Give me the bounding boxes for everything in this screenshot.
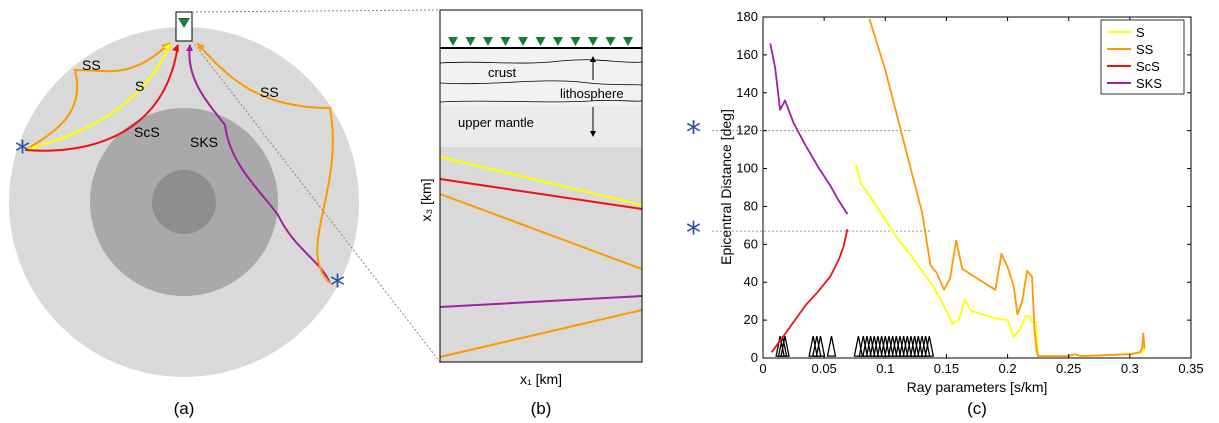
station-icon [483, 37, 493, 46]
zoom-ray-ss-upper [439, 193, 643, 270]
station-icon [535, 37, 546, 46]
station-icon [588, 37, 598, 46]
reference-star: * [686, 116, 701, 151]
axis-ticks: 0 0.05 0.1 0.15 0.2 0.25 0.3 0.35 0 20 40 60 80 100 12… [736, 9, 1203, 376]
x-tick-label: 0 [759, 361, 766, 376]
zoom-ray-ss-lower [439, 309, 643, 358]
event-star-right: * [330, 269, 345, 304]
zoom-ray-sks [439, 295, 643, 308]
zoom-ylabel: x₃ [km] [418, 178, 434, 221]
label-upper-mantle: upper mantle [458, 115, 534, 130]
x-tick-label: 0.05 [811, 361, 836, 376]
caption-c: (c) [967, 399, 987, 418]
y-tick-label: 140 [736, 85, 758, 100]
ray-path-ss-left [24, 42, 171, 151]
event-triangle-marker [826, 335, 837, 357]
lithosphere-arrow-head [590, 56, 596, 62]
station-icon [605, 37, 616, 46]
y-tick-label: 120 [736, 123, 758, 138]
station-icon [570, 37, 581, 46]
label-ss-left: SS [82, 57, 101, 73]
legend-label: SKS [1136, 76, 1162, 91]
x-tick-label: 0.3 [1121, 361, 1139, 376]
label-scs: ScS [134, 124, 160, 140]
event-triangle-marker [853, 335, 864, 357]
x-tick-label: 0.1 [876, 361, 894, 376]
y-tick-label: 60 [744, 236, 758, 251]
y-tick-label: 0 [751, 350, 758, 365]
panel-a-earth-section: * * SS S ScS SKS SS (a) [9, 11, 359, 418]
ray-path-scs [24, 44, 179, 152]
station-icon [448, 37, 458, 46]
lithosphere-bottom-boundary [439, 99, 643, 103]
event-triangle-marker [780, 335, 790, 357]
upper-mantle-band [440, 105, 642, 147]
label-ss-right: SS [260, 84, 279, 100]
reference-lines: ** [686, 116, 932, 251]
x-tick-label: 0.2 [999, 361, 1017, 376]
crust-top-boundary [439, 59, 643, 64]
inner-core-disk [152, 170, 216, 234]
crust-bottom-boundary [439, 80, 643, 86]
station-icon [623, 37, 633, 46]
series-line-sks [769, 43, 849, 215]
arrowhead-s [162, 42, 172, 52]
y-tick-label: 40 [744, 274, 758, 289]
station-row [448, 37, 633, 46]
event-markers [775, 335, 935, 357]
chart-ylabel: Epicentral Distance [deg] [718, 109, 734, 265]
arrowhead-sks [186, 44, 193, 51]
zoom-line-top [191, 9, 441, 13]
ray-path-ss-right [196, 42, 334, 284]
upper-mantle-arrow-head [590, 131, 596, 137]
zoom-ray-scs [439, 178, 643, 210]
y-tick-label: 100 [736, 161, 758, 176]
legend-label: S [1136, 25, 1145, 40]
station-icon [465, 37, 476, 46]
series-lines [769, 18, 1146, 358]
ray-path-sks [188, 44, 331, 284]
caption-b: (b) [531, 399, 552, 418]
legend-label: SS [1136, 42, 1154, 57]
series-line-scs [770, 229, 849, 353]
arrowhead-scs [172, 44, 179, 52]
y-tick-label: 80 [744, 198, 758, 213]
label-s: S [135, 78, 144, 94]
arrowhead-ss-right [197, 43, 205, 51]
zoom-ray-s [439, 155, 643, 207]
event-triangle-marker [924, 335, 935, 357]
panel-b-zoom: crust lithosphere upper mantle x₃ [km] x… [418, 9, 643, 418]
label-lithosphere: lithosphere [560, 86, 624, 101]
event-star-left: * [15, 135, 30, 170]
caption-a: (a) [174, 399, 195, 418]
station-icon [500, 37, 511, 46]
reference-star: * [686, 216, 701, 251]
station-triangle-icon [178, 18, 190, 28]
station-icon [553, 37, 563, 46]
x-tick-label: 0.15 [934, 361, 959, 376]
station-icon [518, 37, 528, 46]
y-tick-label: 20 [744, 312, 758, 327]
x-tick-label: 0.35 [1178, 361, 1203, 376]
y-tick-label: 180 [736, 9, 758, 24]
label-crust: crust [488, 65, 517, 80]
chart-xlabel: Ray parameters [s/km] [907, 379, 1048, 395]
zoom-frame [439, 9, 643, 363]
deep-mantle-region [440, 147, 642, 362]
series-line-ss [868, 18, 1146, 358]
legend-label: ScS [1136, 59, 1160, 74]
y-tick-label: 160 [736, 47, 758, 62]
crust-lithosphere-band [440, 48, 642, 105]
x-tick-label: 0.25 [1056, 361, 1081, 376]
zoom-xlabel: x₁ [km] [520, 371, 562, 387]
event-triangle-marker [815, 335, 826, 357]
label-sks: SKS [190, 134, 218, 150]
ray-path-s [24, 44, 171, 152]
